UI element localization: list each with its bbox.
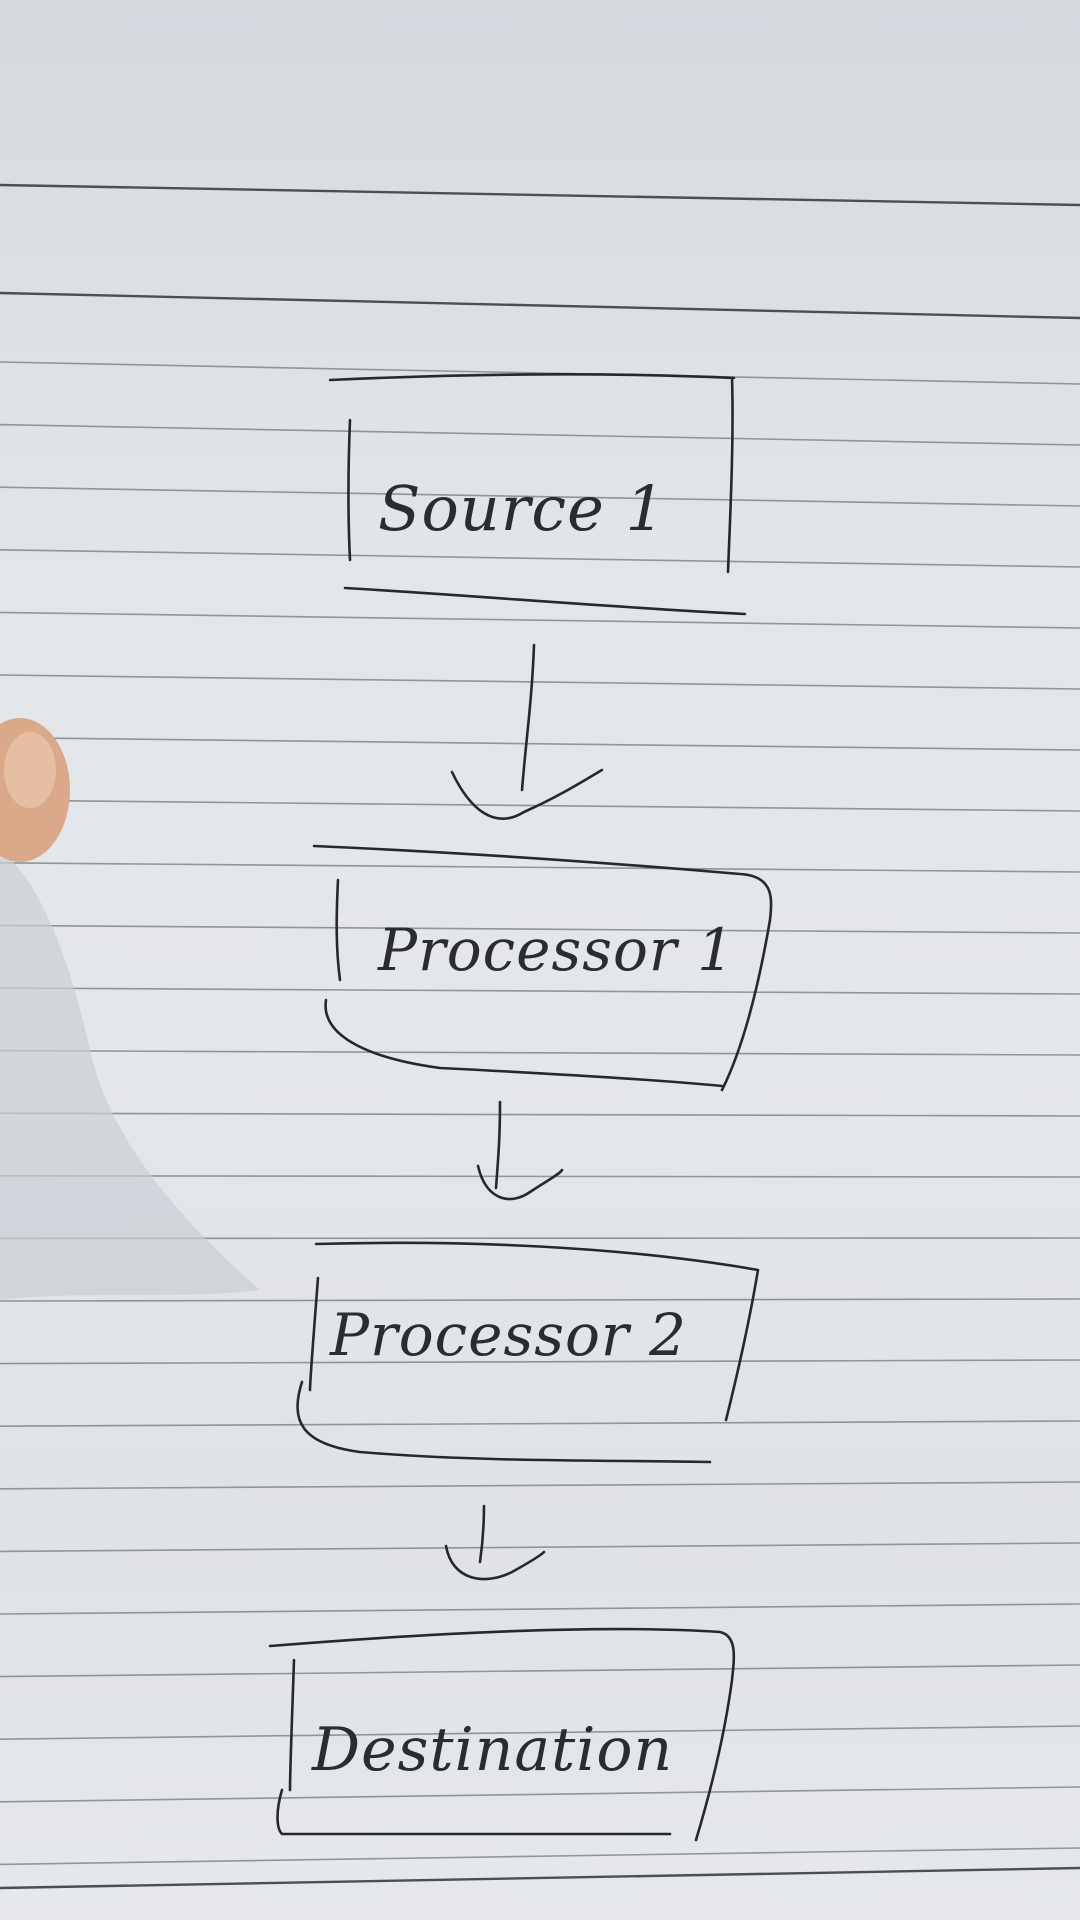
node-label: Source 1 bbox=[378, 472, 666, 545]
arrow-source-to-processor-1 bbox=[450, 643, 604, 820]
bottom-margin-rule bbox=[0, 1866, 1080, 1890]
node-label: Destination bbox=[311, 1715, 673, 1785]
ruled-line bbox=[0, 862, 1080, 873]
top-margin-rule bbox=[0, 291, 1080, 320]
notebook-rules bbox=[0, 183, 1080, 1890]
ruled-line bbox=[0, 1786, 1080, 1803]
ruled-line bbox=[0, 987, 1080, 995]
node-destination: Destination bbox=[268, 1627, 736, 1842]
node-processor-2: Processor 2 bbox=[296, 1241, 760, 1464]
ruled-line bbox=[0, 1175, 1080, 1178]
ruled-lines bbox=[0, 361, 1080, 1866]
ruled-line bbox=[0, 1847, 1080, 1866]
node-label: Processor 2 bbox=[329, 1301, 687, 1369]
ruled-line bbox=[0, 611, 1080, 629]
ruled-line bbox=[0, 1603, 1080, 1615]
node-processor-1: Processor 1 bbox=[312, 844, 773, 1092]
ruled-line bbox=[0, 1112, 1080, 1117]
ruled-line bbox=[0, 1359, 1080, 1365]
ruled-line bbox=[0, 486, 1080, 507]
thumb-shadow bbox=[0, 718, 260, 1300]
ruled-line bbox=[0, 1298, 1080, 1302]
ruled-line bbox=[0, 1664, 1080, 1678]
ruled-line bbox=[0, 1481, 1080, 1490]
ruled-line bbox=[0, 736, 1080, 751]
node-source-1: Source 1 bbox=[328, 373, 747, 616]
ruled-line bbox=[0, 1725, 1080, 1740]
node-label: Processor 1 bbox=[377, 916, 735, 984]
ruled-line bbox=[0, 1049, 1080, 1056]
ruled-line bbox=[0, 924, 1080, 934]
ruled-line bbox=[0, 674, 1080, 690]
arrow-processor-1-to-processor-2 bbox=[476, 1100, 564, 1201]
ruled-line bbox=[0, 549, 1080, 568]
ruled-line bbox=[0, 1542, 1080, 1553]
header-rule bbox=[0, 183, 1080, 207]
ruled-line bbox=[0, 423, 1080, 446]
ruled-line bbox=[0, 361, 1080, 385]
arrow-processor-2-to-destination bbox=[444, 1504, 546, 1581]
ruled-line bbox=[0, 1420, 1080, 1427]
